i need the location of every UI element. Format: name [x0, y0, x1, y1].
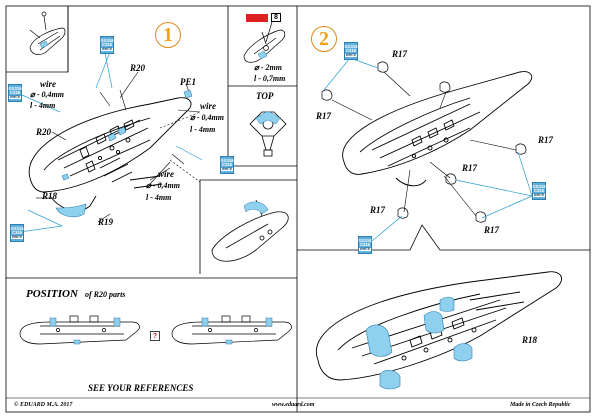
part-label-r17: R17 — [316, 111, 332, 121]
badge-line2: C316 — [11, 229, 22, 235]
inset-small-pod — [29, 11, 66, 55]
badge-line3: WHITE — [101, 47, 113, 52]
inset-nose-detail-blue — [243, 201, 269, 215]
badge-line1: GX316 — [532, 183, 546, 189]
inset-nose — [243, 21, 286, 63]
position-heading: POSITION of R20 parts — [26, 284, 125, 302]
step2-big-pod-blue — [365, 296, 473, 390]
part-label-r20: R20 — [130, 63, 146, 73]
wire-length: l - 4mm — [30, 101, 56, 110]
footer-copyright: © EDUARD M.A. 2017 — [14, 402, 73, 408]
badge-line1: GX316 — [220, 157, 234, 163]
badge-line1: GX316 — [8, 85, 22, 91]
inset-wire-diameter: ⌀ - 2mm — [254, 63, 282, 72]
panel-frames — [5, 5, 591, 413]
step2-clips — [321, 61, 527, 223]
step-1-number: 1 — [163, 23, 173, 46]
wire-length: l - 4mm — [190, 125, 216, 134]
pe1-part — [183, 89, 193, 99]
part-label-r18: R18 — [522, 335, 538, 345]
inset-top-part-blue — [255, 111, 281, 125]
position-pod-left-blue — [49, 317, 121, 345]
part-label-r20: R20 — [36, 127, 52, 137]
part-label-r17: R17 — [462, 163, 478, 173]
badge-line3: WHITE — [359, 247, 371, 252]
part-label-r17: R17 — [392, 49, 408, 59]
step1-leaders — [19, 47, 203, 233]
inset-ref-box: 8 — [271, 13, 281, 22]
step2-pod — [342, 71, 533, 187]
inset-small-pod-blue — [39, 40, 49, 49]
warning-bar — [246, 14, 268, 22]
step-2-number: 2 — [319, 27, 329, 50]
wire-diameter: ⌀ - 0,4mm — [146, 181, 180, 190]
badge-line1: GX316 — [344, 43, 358, 49]
part-label-r18: R18 — [42, 191, 58, 201]
position-pod-left — [19, 315, 140, 345]
part-label-r17: R17 — [370, 205, 386, 215]
position-title: POSITION — [26, 288, 78, 300]
inset-top-label: TOP — [256, 91, 274, 101]
badge-line3: WHITE — [533, 193, 545, 198]
step2-black-leaders — [331, 71, 517, 217]
part-label-r19: R19 — [98, 217, 114, 227]
step2-leaders — [323, 57, 533, 247]
badge-line2: C316 — [359, 241, 370, 247]
badge-line1: GX316 — [100, 37, 114, 43]
badge-line3: WHITE — [9, 95, 21, 100]
question-marker: ? — [150, 331, 160, 341]
position-pod-right-blue — [201, 317, 273, 345]
part-label-pe1: PE1 — [180, 77, 197, 87]
inset-nose-blue — [257, 50, 268, 60]
badge-line2: C316 — [221, 161, 232, 167]
badge-line2: C316 — [533, 187, 544, 193]
wire-length: l - 4mm — [146, 193, 172, 202]
badge-line1: GX316 — [10, 225, 24, 231]
wire-title: wire — [200, 101, 217, 111]
position-subtitle: of R20 parts — [84, 290, 126, 299]
step-1-marker: 1 — [155, 22, 181, 48]
step1-blue-highlights — [55, 126, 127, 218]
inset-top-part — [249, 111, 287, 157]
footer-website: www.eduard.com — [272, 402, 315, 408]
badge-line2: C316 — [9, 89, 20, 95]
part-label-r17: R17 — [484, 225, 500, 235]
step-2-marker: 2 — [311, 26, 337, 52]
wire-diameter: ⌀ - 0,4mm — [190, 113, 224, 122]
wire-diameter: ⌀ - 0,4mm — [30, 90, 64, 99]
badge-line3: WHITE — [11, 235, 23, 240]
wire-title: wire — [40, 79, 57, 89]
badge-line2: C316 — [345, 47, 356, 53]
step1-pod — [28, 97, 192, 212]
step1-black-leaders — [36, 71, 201, 223]
wire-title: wire — [158, 169, 175, 179]
footer-origin: Made in Czech Republic — [510, 402, 571, 408]
part-label-r17: R17 — [538, 135, 554, 145]
see-references: SEE YOUR REFERENCES — [88, 383, 194, 393]
badge-line3: WHITE — [345, 53, 357, 58]
badge-line1: GX316 — [358, 237, 372, 243]
badge-line2: C316 — [101, 41, 112, 47]
inset-wire-length: l - 0,7mm — [254, 74, 286, 83]
badge-line3: WHITE — [221, 167, 233, 172]
